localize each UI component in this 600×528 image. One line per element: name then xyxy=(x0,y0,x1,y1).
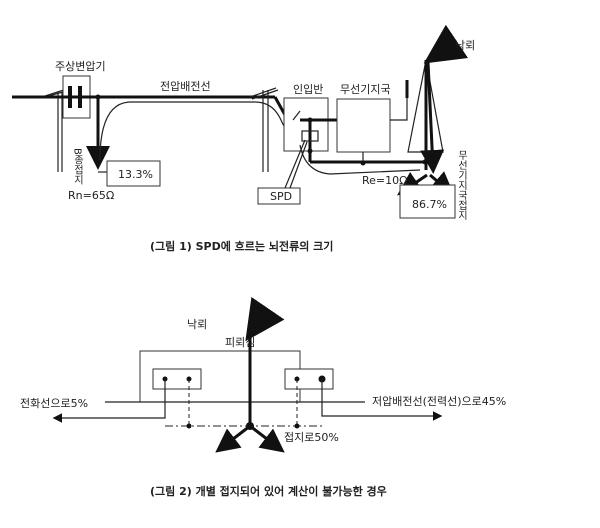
line-label: 전압배전선 xyxy=(160,80,211,93)
pole-transformer xyxy=(12,75,98,119)
station-ground-label: 무선기지국접지 xyxy=(456,150,468,221)
right-utility-pole xyxy=(249,87,279,172)
antenna-tower xyxy=(407,59,445,174)
spd-element xyxy=(301,130,319,142)
lightning-arrow-icon xyxy=(245,296,285,342)
ground-label: 접지로50% xyxy=(284,431,339,444)
phone-line-label: 전화선으로5% xyxy=(20,397,88,410)
lightning-label: 낙뢰 xyxy=(455,39,475,52)
station-label: 무선기지국 xyxy=(340,83,391,96)
re-label: Re=10Ω xyxy=(362,174,408,187)
radio-base-station xyxy=(336,98,391,153)
figure-2-caption: (그림 2) 개별 접지되어 있어 계산이 불가능한 경우 xyxy=(150,484,387,498)
rod-label: 피뢰침 xyxy=(225,336,255,349)
figure-2: 낙뢰 피뢰침 전화선으로5% 저압배전선(전력선)으로45% 접지로50% (그… xyxy=(20,296,506,498)
lightning-arrow-icon xyxy=(423,24,469,64)
spd-label: SPD xyxy=(270,190,292,203)
lightning-label-2: 낙뢰 xyxy=(187,318,207,331)
b-ground-percent: 13.3% xyxy=(118,168,153,181)
service-panel xyxy=(283,97,329,152)
rn-label: Rn=65Ω xyxy=(68,189,114,202)
b-ground-label: B종접지 xyxy=(72,148,84,186)
station-ground-percent: 86.7% xyxy=(412,198,447,211)
panel-label: 인입반 xyxy=(293,83,323,96)
figure-1-caption: (그림 1) SPD에 흐르는 뇌전류의 크기 xyxy=(150,239,333,253)
power-line-label: 저압배전선(전력선)으로45% xyxy=(372,395,506,408)
transformer-label: 주상변압기 xyxy=(55,60,106,73)
figure-1: 주상변압기 전압배전선 B종접지 13.3% Rn=65Ω 인입반 무선기지국 xyxy=(12,24,475,253)
